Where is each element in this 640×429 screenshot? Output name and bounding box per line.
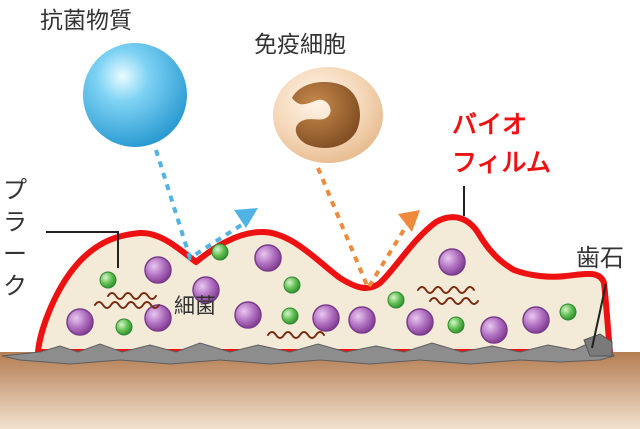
purple-bacterium (66, 308, 94, 336)
green-bacterium (99, 271, 117, 289)
immune-arrow (316, 167, 420, 293)
worm-bacterium (429, 297, 479, 305)
green-bacterium (115, 318, 133, 336)
purple-bacterium (480, 316, 508, 344)
purple-bacterium (406, 308, 434, 336)
green-bacterium (283, 276, 301, 294)
purple-bacterium (144, 304, 172, 332)
purple-bacterium (192, 276, 220, 304)
purple-bacterium (438, 248, 466, 276)
worm-bacterium (417, 286, 475, 294)
immune-cell (273, 67, 383, 163)
tartar-block (583, 333, 613, 357)
plaque-label-char: ラ (3, 208, 27, 236)
plaque-leader-line (46, 231, 119, 268)
green-bacterium (281, 307, 299, 325)
purple-bacteria-group (66, 244, 550, 344)
worm-bacterium (94, 301, 160, 309)
antibacterial-sphere (83, 43, 187, 147)
tartar-deposit (1, 339, 615, 365)
green-bacterium (447, 316, 465, 334)
green-bacterium (211, 243, 229, 261)
green-bacterium (387, 291, 405, 309)
green-bacteria-group (99, 243, 577, 336)
bacteria-label: 細菌 (174, 294, 216, 318)
worm-bacterium (267, 331, 325, 339)
purple-bacterium (144, 256, 172, 284)
tartar-label: 歯石 (576, 244, 624, 272)
purple-bacterium (522, 306, 550, 334)
biofilm-body (35, 214, 613, 355)
worm-bacterium (107, 292, 157, 300)
purple-bacterium (234, 301, 262, 329)
antibacterial-arrow (154, 149, 258, 262)
immune-cell-label: 免疫細胞 (254, 32, 346, 58)
tartar-leader-line (591, 283, 607, 349)
green-bacterium (559, 303, 577, 321)
plaque-label-char: ー (3, 240, 27, 268)
purple-bacterium (348, 306, 376, 334)
plaque-label-char: ク (3, 272, 27, 300)
gum-base (0, 352, 640, 429)
antibacterial-label: 抗菌物質 (40, 8, 132, 34)
biofilm-label-line2: フィルム (452, 148, 552, 177)
worm-bacteria-group (94, 286, 479, 339)
purple-bacterium (312, 304, 340, 332)
plaque-label: プラーク (0, 178, 30, 306)
biofilm-label-line1: バイオ (452, 110, 528, 139)
purple-bacterium (254, 244, 282, 272)
plaque-label-char: プ (3, 176, 27, 204)
